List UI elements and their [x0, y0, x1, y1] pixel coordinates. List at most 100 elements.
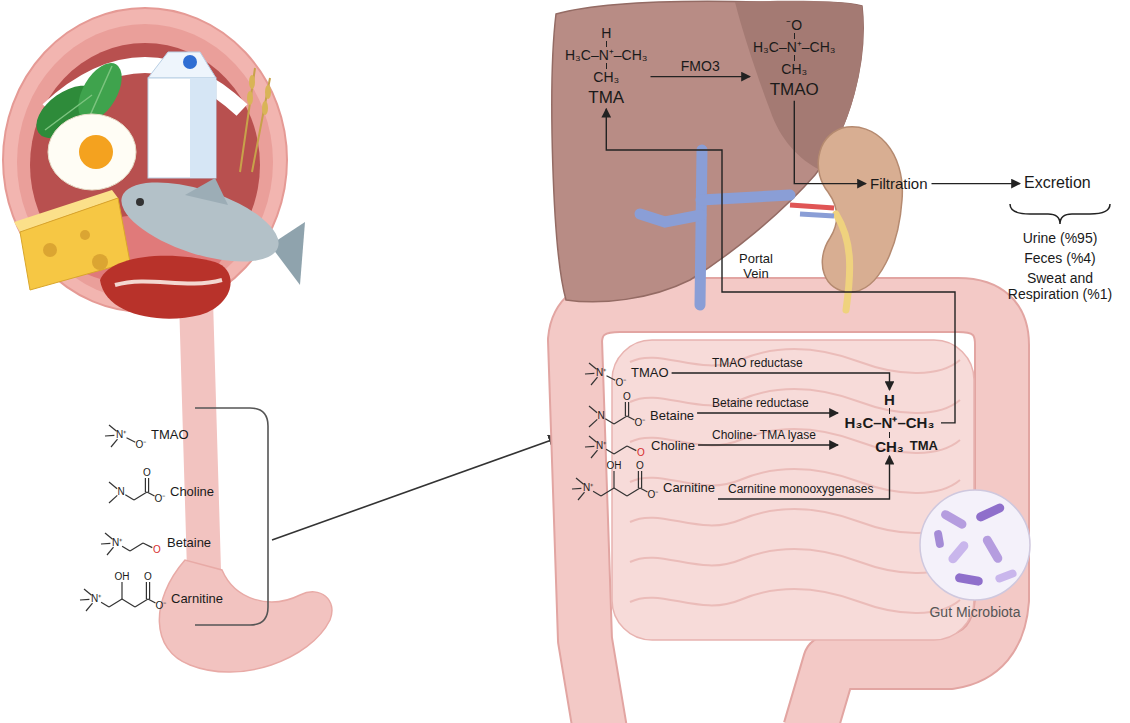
atom-label: N⁺ [596, 441, 606, 451]
icon-caption: Gut Microbiota [915, 604, 1035, 620]
chemical-bond [86, 603, 93, 611]
edge-label: TMAO reductase [712, 357, 803, 371]
bond-line [794, 55, 796, 61]
food-illustration [185, 178, 228, 205]
intestine-illustration [630, 549, 960, 573]
brace [1010, 204, 1110, 224]
atom-label: N [597, 411, 604, 421]
chemical-bond [135, 599, 148, 607]
formula-text: H₃C–N⁺–CH₃ [753, 39, 836, 55]
atom-label: O⁻ [648, 490, 659, 500]
process-label: Excretion [1020, 172, 1095, 194]
chemical-bond [628, 402, 629, 416]
bond-line [794, 33, 796, 39]
molecule-name: Choline [651, 439, 695, 454]
chemical-bond [613, 471, 614, 488]
food-illustration [115, 280, 222, 285]
chemical-bond [572, 488, 581, 490]
chemical-bond [614, 488, 627, 496]
atom-label: N⁺ [112, 538, 122, 548]
connector [794, 101, 866, 184]
connector [718, 456, 890, 499]
microbiota-icon [981, 534, 1004, 564]
chemical-bond [607, 376, 616, 380]
microbiota-icon [954, 573, 983, 587]
intestine-illustration [612, 340, 974, 640]
kidney-illustration [790, 127, 902, 310]
chemical-bond [614, 446, 627, 454]
chemical-bond [105, 435, 114, 437]
formula-text: H₃C–N⁺–CH₃ [565, 47, 648, 63]
structure-node: N⁺O⁻TMAO [583, 358, 672, 388]
atom-label: O⁻ [616, 378, 627, 388]
atom-label: H [884, 391, 895, 408]
connector [697, 412, 838, 413]
molecule-node: HH₃C–N⁺–CH₃CH₃TMA [562, 24, 651, 109]
food-illustration [14, 52, 305, 319]
atom-label: ⁻O [786, 17, 802, 33]
food-illustration [92, 254, 108, 270]
molecule-name: Carnitine [171, 592, 223, 607]
intestine-illustration [630, 429, 960, 453]
connector [672, 373, 890, 390]
bond-line [606, 63, 608, 69]
chemical-bond [148, 478, 149, 492]
atom-label: N⁺ [116, 430, 126, 440]
chemical-bond [101, 602, 109, 607]
bracket [195, 408, 560, 625]
excretion-share: Urine (%95) [1000, 230, 1120, 246]
node-text: Excretion [1024, 174, 1091, 192]
chemical-bond [606, 449, 614, 454]
atom-label: OH [607, 461, 622, 471]
chemical-bond [109, 495, 117, 503]
chemical-bond [134, 492, 147, 500]
food-illustration [100, 256, 231, 319]
chemical-bond [84, 589, 92, 595]
excretion-share: Sweat and Respiration (%1) [1000, 270, 1120, 302]
atom-label: O [144, 572, 152, 582]
excretion-share: Feces (%4) [1000, 250, 1120, 266]
atom-label: CH₃ [781, 61, 807, 77]
portal-vein [701, 195, 790, 200]
chemical-bond [148, 599, 156, 603]
food-illustration [43, 243, 57, 257]
liver-illustration [552, 1, 863, 302]
food-illustration [183, 55, 197, 69]
bond-line [889, 432, 891, 438]
chemical-bond [109, 425, 117, 431]
chemical-bond [640, 488, 648, 492]
chemical-bond [145, 478, 146, 492]
chemical-bond [121, 582, 122, 599]
atom-label: O [143, 468, 151, 478]
chemical-bond [107, 547, 114, 555]
portal-vein [640, 150, 790, 305]
microbiota-icon [947, 539, 971, 565]
esophagus-stomach [159, 300, 332, 672]
atom-label: N⁺ [583, 483, 593, 493]
chemical-bond [149, 582, 150, 599]
structure-node: N⁺OCholine [583, 430, 698, 460]
brace [1010, 204, 1110, 224]
structure-node: NOO⁻Betaine [583, 394, 697, 432]
edge-label: Carnitine monooxygenases [728, 483, 873, 497]
chemical-bond [576, 478, 584, 484]
atom-label: OH [115, 572, 130, 582]
chemical-bond [122, 599, 135, 607]
atom-label: N⁺ [91, 594, 101, 604]
molecule-name: TMAO [770, 80, 819, 100]
process-label: Filtration [866, 173, 932, 194]
chemical-bond [127, 438, 136, 442]
bracket [272, 437, 560, 540]
atom-label: CH₃ [593, 69, 619, 85]
esophagus-stomach [196, 300, 204, 570]
chemical-bond [109, 482, 117, 489]
molecule-name: TMA [910, 439, 938, 454]
microbiota-icon [994, 568, 1017, 583]
chemical-bond [589, 363, 597, 369]
chemical-bond [80, 599, 89, 601]
bond-line [889, 408, 891, 414]
esophagus-stomach [159, 560, 332, 672]
atom-label: N⁺ [596, 368, 606, 378]
chemical-bond [591, 377, 598, 385]
chemical-bond [111, 439, 118, 447]
